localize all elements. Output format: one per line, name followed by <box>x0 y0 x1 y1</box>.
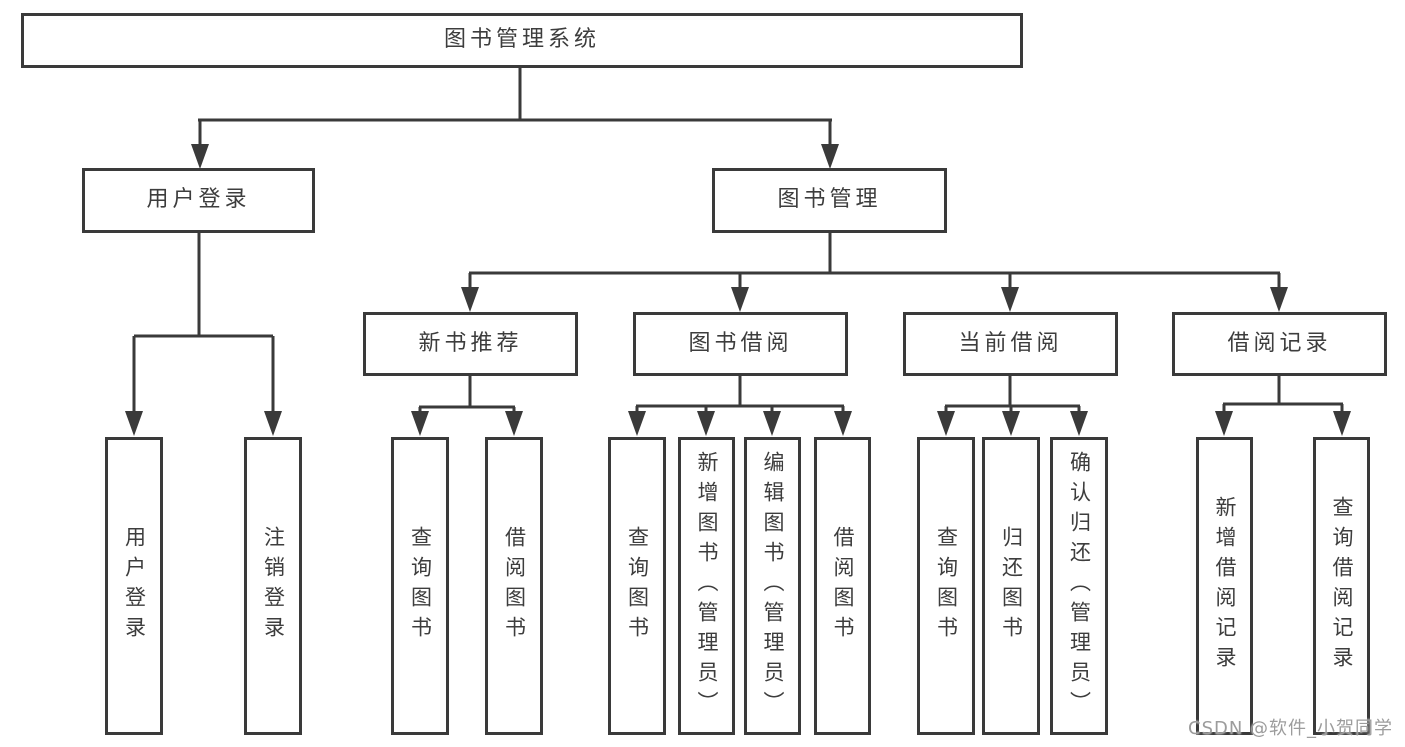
node-leaf-confirm-return-admin: 确认归还（管理员） <box>1050 437 1108 735</box>
node-leaf-return-books: 归还图书 <box>982 437 1040 735</box>
node-current-borrow: 当前借阅 <box>903 312 1118 376</box>
node-leaf-add-books-admin: 新增图书（管理员） <box>678 437 735 735</box>
node-book-management: 图书管理 <box>712 168 947 233</box>
node-leaf-current-query-books: 查询图书 <box>917 437 975 735</box>
node-leaf-add-borrow-record: 新增借阅记录 <box>1196 437 1253 735</box>
node-leaf-borrow-query-books: 查询图书 <box>608 437 666 735</box>
node-leaf-recommend-query-books: 查询图书 <box>391 437 449 735</box>
node-leaf-logout: 注销登录 <box>244 437 302 735</box>
node-leaf-query-borrow-record: 查询借阅记录 <box>1313 437 1370 735</box>
watermark: CSDN @软件_小贺同学 <box>1188 718 1394 739</box>
node-borrow-records: 借阅记录 <box>1172 312 1387 376</box>
node-user-login: 用户登录 <box>82 168 315 233</box>
node-leaf-recommend-borrow-books: 借阅图书 <box>485 437 543 735</box>
node-book-borrow: 图书借阅 <box>633 312 848 376</box>
node-leaf-borrow-books: 借阅图书 <box>814 437 871 735</box>
node-leaf-user-login: 用户登录 <box>105 437 163 735</box>
node-new-book-recommend: 新书推荐 <box>363 312 578 376</box>
node-leaf-edit-books-admin: 编辑图书（管理员） <box>744 437 801 735</box>
node-root-library-system: 图书管理系统 <box>21 13 1023 68</box>
